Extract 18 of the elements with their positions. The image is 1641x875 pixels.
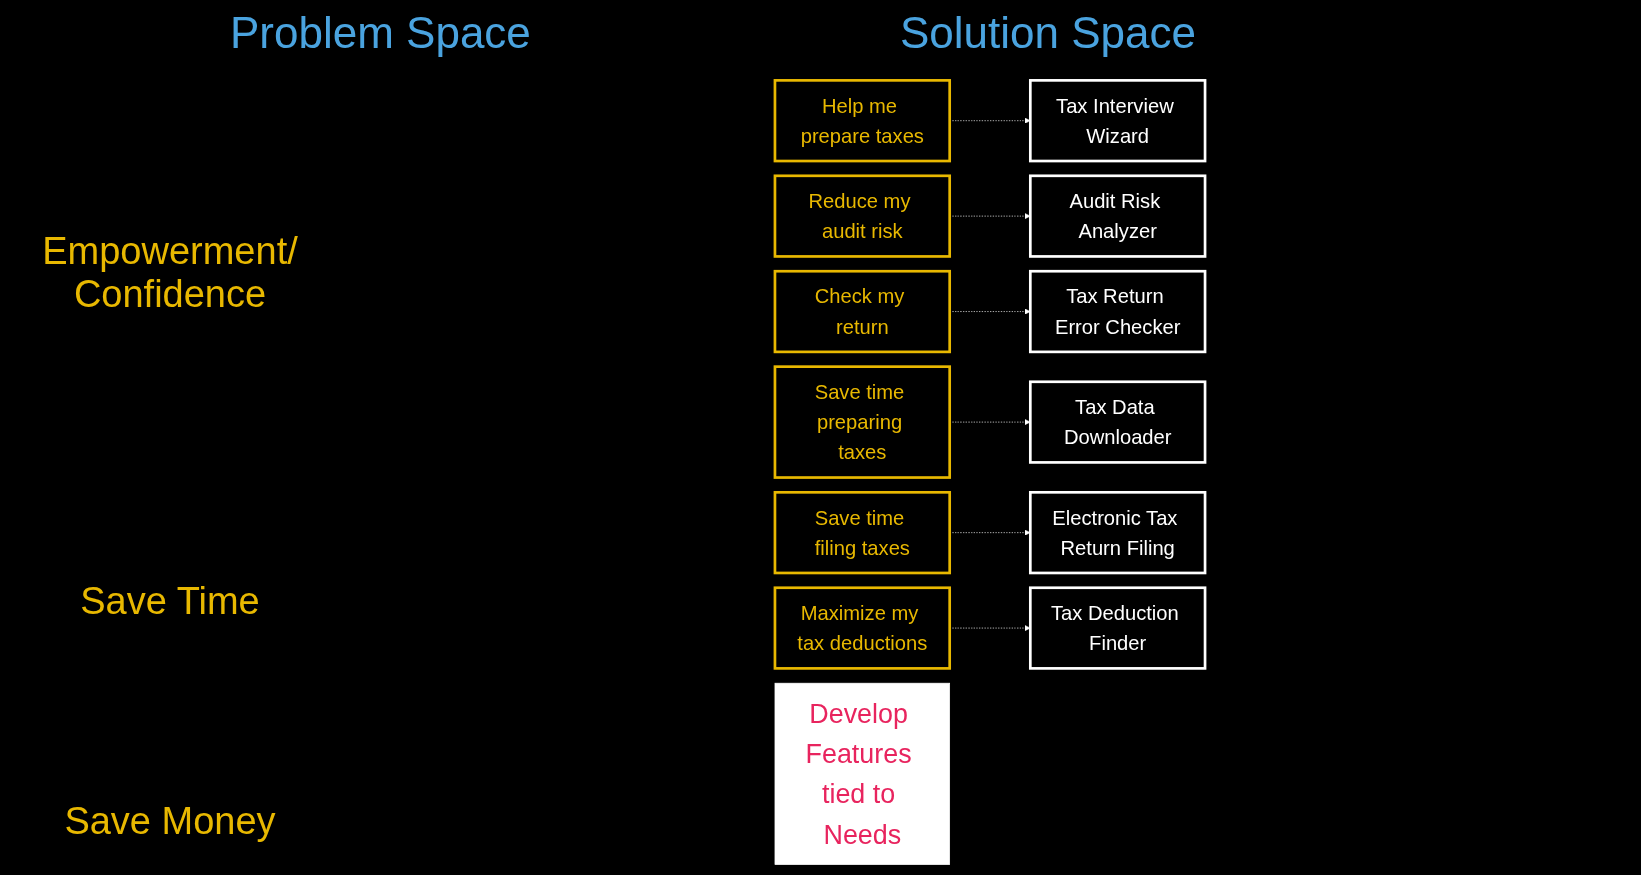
node-box: Reduce my audit risk	[773, 174, 952, 258]
column-heading: Problem Space	[230, 8, 531, 58]
node-box: Electronic Tax Return Filing	[1028, 490, 1207, 575]
node-box: Help me prepare taxes	[773, 79, 952, 163]
node-box: Tax Data Downloader	[1028, 380, 1207, 464]
node-box: Audit Risk Analyzer	[1028, 174, 1207, 258]
category-label: Empowerment/ Confidence	[41, 230, 299, 316]
node-box: Save time filing taxes	[773, 490, 952, 575]
node-box: Tax Deduction Finder	[1028, 586, 1207, 670]
category-label: Save Money	[63, 800, 277, 843]
node-box: Save time preparing taxes	[773, 365, 952, 479]
node-box: Tax Interview Wizard	[1028, 79, 1207, 163]
node-box: Check my return	[773, 269, 952, 354]
node-box: Tax Return Error Checker	[1028, 269, 1207, 354]
column-heading: Solution Space	[900, 8, 1196, 58]
node-box: Maximize my tax deductions	[773, 586, 952, 670]
node-box: Develop Features tied to Needs	[774, 682, 950, 865]
category-label: Save Time	[79, 580, 261, 623]
